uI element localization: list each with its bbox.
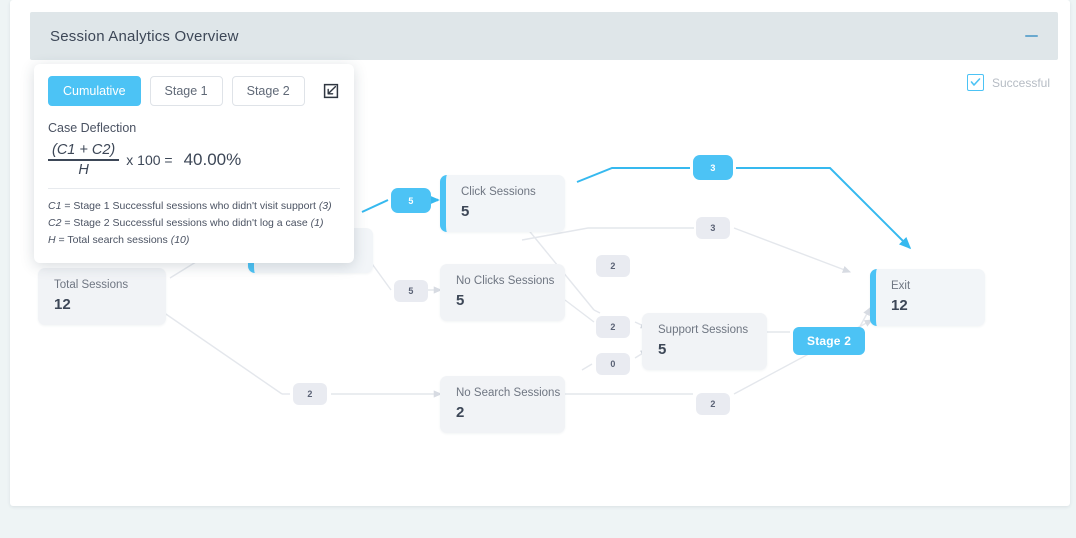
popover-notes: C1 = Stage 1 Successful sessions who did… xyxy=(48,198,340,249)
minus-icon[interactable] xyxy=(1022,27,1040,45)
node-label: Click Sessions xyxy=(461,186,536,198)
note-eq: = xyxy=(58,233,65,246)
node-value: 2 xyxy=(456,404,465,421)
popover-divider xyxy=(48,187,340,189)
popover-subtitle: Case Deflection xyxy=(48,121,137,135)
formula-fraction-bar xyxy=(48,159,120,161)
stage-2-badge[interactable]: Stage 2 xyxy=(793,327,866,355)
edge-badge-click-support[interactable]: 2 xyxy=(596,255,630,277)
node-value: 12 xyxy=(54,296,71,313)
node-exit[interactable]: Exit 12 xyxy=(870,269,985,326)
page-title: Session Analytics Overview xyxy=(50,27,239,45)
note-value: (10) xyxy=(170,233,190,246)
node-no-search-sessions[interactable]: No Search Sessions 2 xyxy=(440,376,565,433)
note-symbol: H xyxy=(48,233,56,246)
node-label: No Clicks Sessions xyxy=(456,275,555,287)
legend-checkbox-successful[interactable] xyxy=(967,74,984,91)
note-eq: = xyxy=(64,199,71,212)
node-label: Exit xyxy=(891,280,911,292)
edge-badge-support-in-1[interactable]: 2 xyxy=(596,316,630,338)
edge-badge-no-clicks-exit[interactable]: 3 xyxy=(696,217,730,239)
popover-note: C2 = Stage 2 Successful sessions who did… xyxy=(48,215,340,232)
edge-badge-click-exit[interactable]: 3 xyxy=(693,155,733,180)
case-deflection-formula: (C1 + C2) H x 100 = 40.00% xyxy=(48,142,340,178)
note-text: Total search sessions xyxy=(67,233,168,246)
tab-stage-2[interactable]: Stage 2 xyxy=(231,76,305,106)
node-label: No Search Sessions xyxy=(456,387,561,399)
node-value: 5 xyxy=(456,292,465,309)
note-text: Stage 1 Successful sessions who didn't v… xyxy=(73,199,316,212)
note-value: (1) xyxy=(310,216,324,229)
note-symbol: C2 xyxy=(48,216,62,229)
popover-note: H = Total search sessions (10) xyxy=(48,232,340,249)
node-click-sessions[interactable]: Click Sessions 5 xyxy=(440,175,565,232)
node-label: Total Sessions xyxy=(54,279,129,291)
formula-denominator: H xyxy=(78,161,89,178)
note-text: Stage 2 Successful sessions who didn't l… xyxy=(73,216,308,229)
case-deflection-popover: Cumulative Stage 1 Stage 2 Case Deflecti… xyxy=(34,64,354,263)
legend-label-successful: Successful xyxy=(992,75,1051,90)
note-value: (3) xyxy=(318,199,332,212)
expand-edit-icon-glyph xyxy=(323,83,339,99)
analytics-card: Session Analytics Overview Successful xyxy=(10,0,1070,506)
formula-multiplier: x 100 = xyxy=(126,151,173,168)
node-value: 5 xyxy=(658,341,667,358)
edge-badge-no-search-exit[interactable]: 2 xyxy=(696,393,730,415)
node-no-clicks-sessions[interactable]: No Clicks Sessions 5 xyxy=(440,264,565,321)
tab-stage-1[interactable]: Stage 1 xyxy=(149,76,223,106)
node-support-sessions[interactable]: Support Sessions 5 xyxy=(642,313,767,370)
edge-badge-click[interactable]: 5 xyxy=(391,188,431,213)
edge-badge-support-in-2[interactable]: 0 xyxy=(596,353,630,375)
note-eq: = xyxy=(64,216,71,229)
formula-fraction: (C1 + C2) H xyxy=(48,142,120,178)
popover-tabs: Cumulative Stage 1 Stage 2 xyxy=(48,76,340,106)
node-value: 5 xyxy=(461,203,470,220)
legend: Successful xyxy=(967,74,1050,91)
minus-icon-bar xyxy=(1024,35,1038,37)
expand-edit-icon[interactable] xyxy=(322,82,340,100)
node-value: 12 xyxy=(891,297,908,314)
tab-cumulative[interactable]: Cumulative xyxy=(48,76,141,106)
node-total-sessions[interactable]: Total Sessions 12 xyxy=(38,268,166,325)
formula-result: 40.00% xyxy=(183,149,242,169)
note-symbol: C1 xyxy=(48,199,62,212)
check-icon xyxy=(970,78,981,86)
node-label: Support Sessions xyxy=(658,324,749,336)
edge-badge-no-clicks[interactable]: 5 xyxy=(394,280,428,302)
popover-note: C1 = Stage 1 Successful sessions who did… xyxy=(48,198,340,215)
edge-badge-total-no-search[interactable]: 2 xyxy=(293,383,327,405)
formula-numerator: (C1 + C2) xyxy=(52,142,116,158)
panel-header: Session Analytics Overview xyxy=(30,12,1058,60)
